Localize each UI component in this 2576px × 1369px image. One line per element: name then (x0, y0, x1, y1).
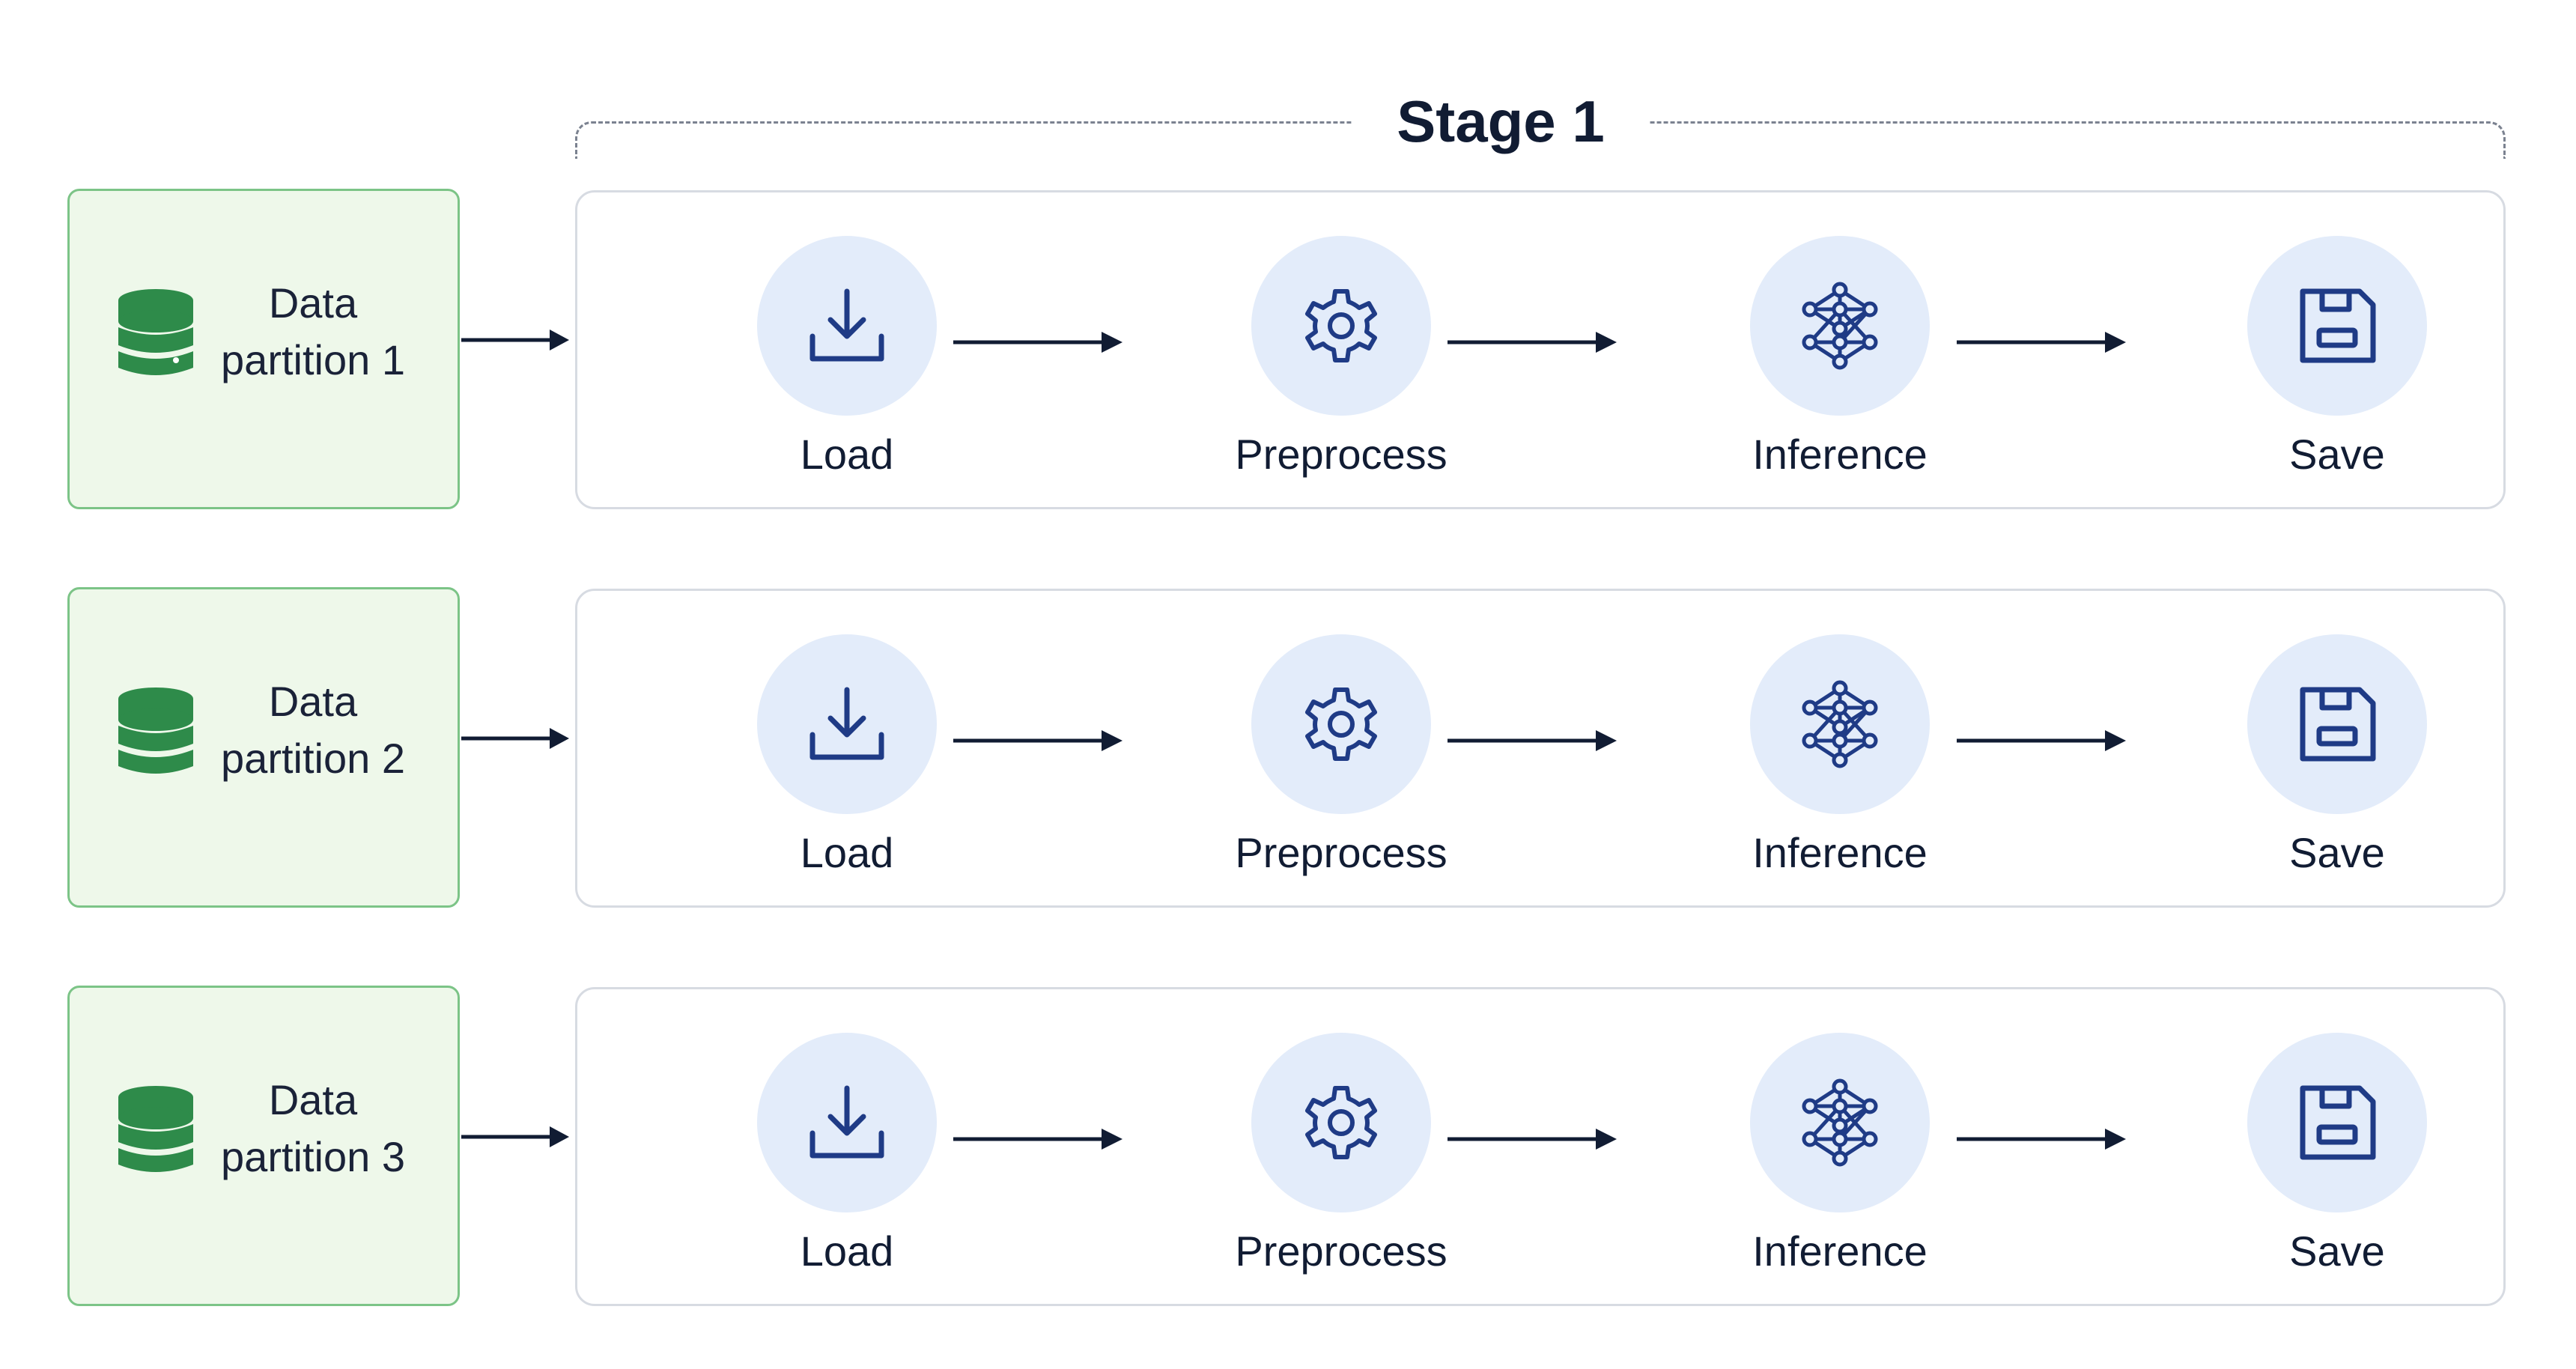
step-circle (2247, 634, 2427, 814)
step-inference[interactable]: Inference (1690, 591, 1990, 910)
step-circle (757, 634, 937, 814)
partition-label-line1: Data (268, 279, 358, 327)
pipeline-row-3: Data partition 3 Load (0, 986, 2576, 1309)
step-label: Preprocess (1235, 431, 1448, 478)
stage-box: Load Preprocess (575, 190, 2506, 509)
step-label: Load (800, 431, 894, 478)
neural-network-icon (1802, 680, 1878, 768)
gear-icon (1305, 687, 1377, 761)
stage-box: Load Preprocess (575, 589, 2506, 908)
step-circle (1251, 634, 1431, 814)
flow-arrow (1448, 730, 1617, 751)
step-circle (1750, 236, 1930, 416)
partition-label-line2: partition 2 (221, 735, 405, 782)
flow-arrow (1957, 730, 2126, 751)
step-label: Inference (1752, 1227, 1928, 1275)
step-circle (1750, 1033, 1930, 1212)
floppy-disk-icon (2300, 288, 2376, 363)
step-save[interactable]: Save (2187, 192, 2487, 512)
pipeline-row-1: Data partition 1 Load (0, 189, 2576, 512)
stage-title: Stage 1 (1352, 81, 1649, 162)
data-partition-3[interactable]: Data partition 3 (67, 986, 460, 1306)
partition-label-line2: partition 3 (221, 1133, 405, 1180)
flow-arrow (1448, 332, 1617, 353)
neural-network-icon (1802, 282, 1878, 370)
step-label: Save (2289, 1227, 2385, 1275)
step-label: Save (2289, 431, 2385, 478)
database-icon (118, 687, 193, 774)
flow-arrow (953, 332, 1123, 353)
download-icon (809, 288, 884, 362)
step-circle (1251, 236, 1431, 416)
partition-to-stage-arrow (461, 728, 569, 749)
database-icon (118, 1086, 193, 1172)
step-load[interactable]: Load (697, 989, 997, 1308)
pipeline-row-2: Data partition 2 Load (0, 587, 2576, 911)
step-inference[interactable]: Inference (1690, 192, 1990, 512)
partition-to-stage-arrow (461, 1126, 569, 1147)
partition-label: Data partition 1 (212, 275, 414, 389)
partition-to-stage-arrow (461, 330, 569, 350)
step-preprocess[interactable]: Preprocess (1191, 591, 1491, 910)
partition-label-line1: Data (268, 678, 358, 725)
step-label: Save (2289, 829, 2385, 876)
step-inference[interactable]: Inference (1690, 989, 1990, 1308)
floppy-disk-icon (2300, 1085, 2376, 1160)
data-partition-1[interactable]: Data partition 1 (67, 189, 460, 509)
flow-arrow (1957, 332, 2126, 353)
step-preprocess[interactable]: Preprocess (1191, 989, 1491, 1308)
step-load[interactable]: Load (697, 192, 997, 512)
data-partition-2[interactable]: Data partition 2 (67, 587, 460, 908)
step-label: Preprocess (1235, 829, 1448, 876)
step-label: Load (800, 1227, 894, 1275)
step-save[interactable]: Save (2187, 989, 2487, 1308)
flow-arrow (953, 1129, 1123, 1150)
step-circle (1251, 1033, 1431, 1212)
step-circle (757, 1033, 937, 1212)
floppy-disk-icon (2300, 687, 2376, 762)
stage-box: Load Preprocess (575, 987, 2506, 1306)
step-circle (1750, 634, 1930, 814)
flow-arrow (1957, 1129, 2126, 1150)
step-circle (2247, 236, 2427, 416)
download-icon (809, 687, 884, 760)
download-icon (809, 1085, 884, 1159)
neural-network-icon (1802, 1078, 1878, 1167)
flow-arrow (1448, 1129, 1617, 1150)
partition-label-line1: Data (268, 1076, 358, 1123)
step-load[interactable]: Load (697, 591, 997, 910)
step-preprocess[interactable]: Preprocess (1191, 192, 1491, 512)
partition-label-line2: partition 1 (221, 336, 405, 383)
step-circle (2247, 1033, 2427, 1212)
gear-icon (1305, 1086, 1377, 1159)
partition-label: Data partition 2 (212, 673, 414, 787)
gear-icon (1305, 289, 1377, 362)
step-label: Preprocess (1235, 1227, 1448, 1275)
step-circle (757, 236, 937, 416)
flow-arrow (953, 730, 1123, 751)
step-label: Inference (1752, 829, 1928, 876)
step-save[interactable]: Save (2187, 591, 2487, 910)
step-label: Load (800, 829, 894, 876)
step-label: Inference (1752, 431, 1928, 478)
database-icon (118, 289, 193, 375)
partition-label: Data partition 3 (212, 1072, 414, 1186)
